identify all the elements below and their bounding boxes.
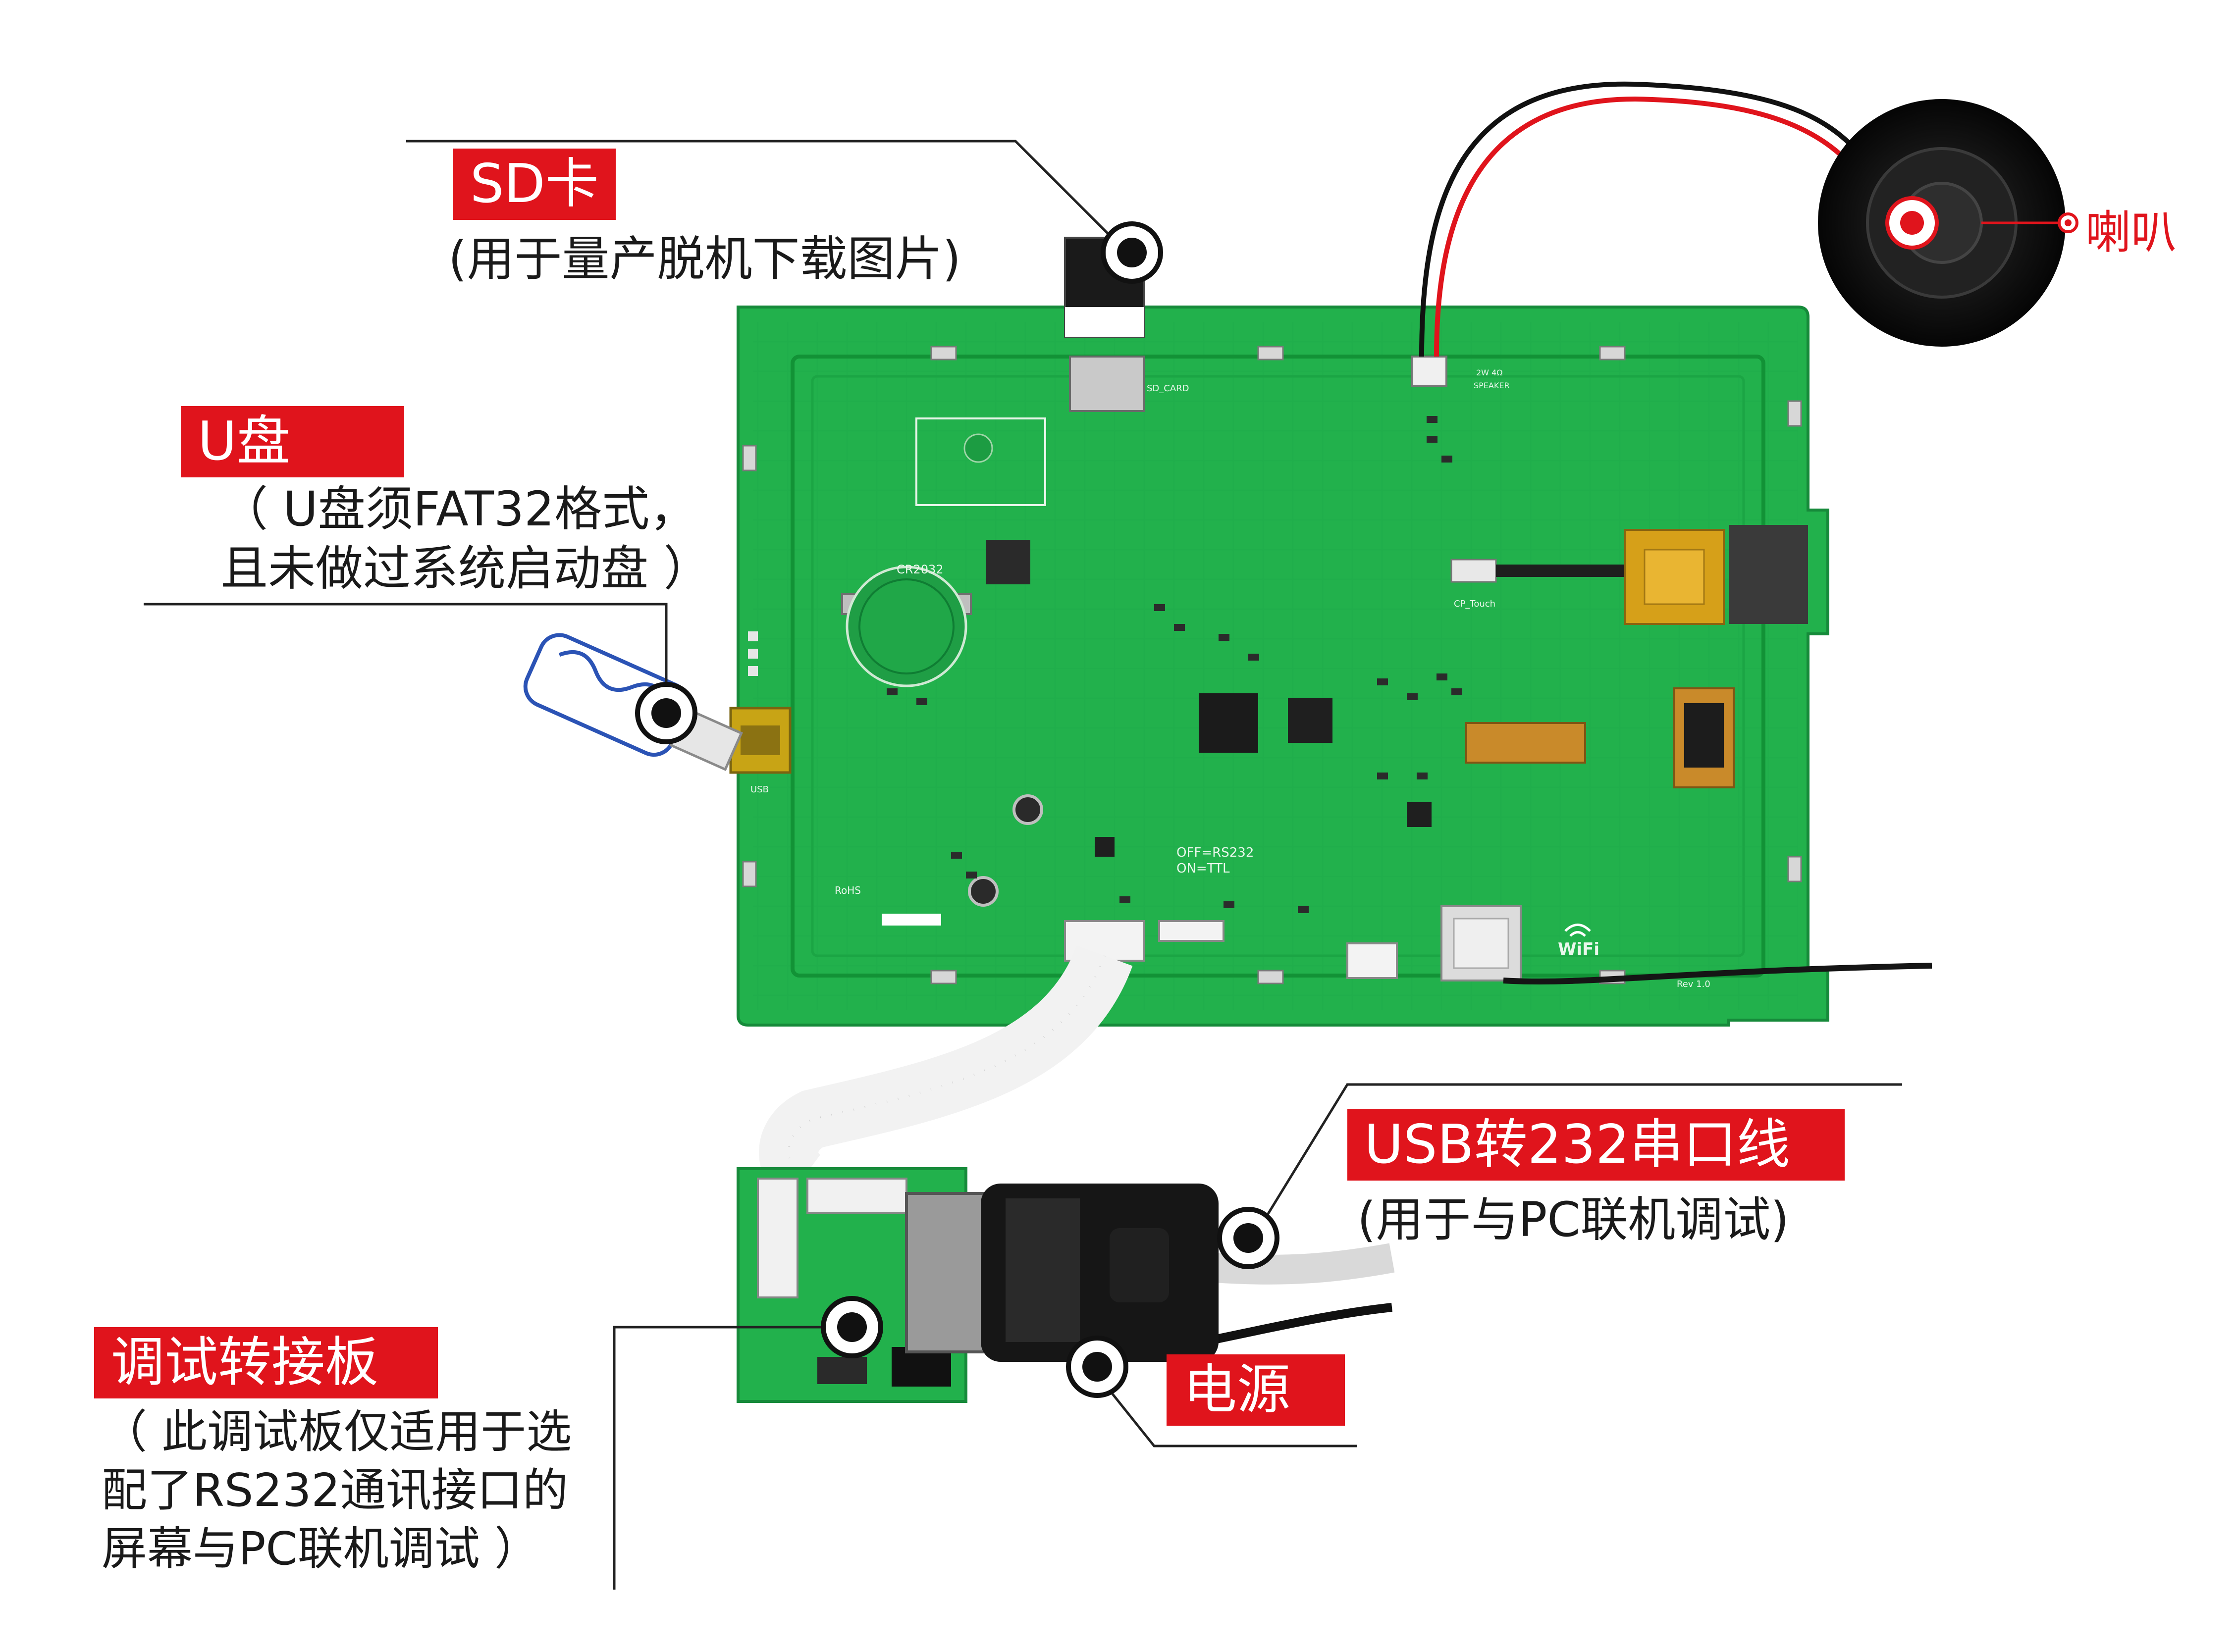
silk-speaker: SPEAKER — [1474, 381, 1510, 390]
marker-power — [1066, 1336, 1128, 1398]
leader-lines — [144, 140, 2068, 1590]
debug-board-desc-line2: 配了RS232通讯接口的 — [102, 1464, 568, 1517]
silk-battery: CR2032 — [897, 563, 944, 576]
usb-flash-drive — [523, 633, 743, 771]
silk-rs232: OFF=RS232 — [1176, 845, 1254, 860]
silk-touch: CP_Touch — [1454, 599, 1495, 609]
u-disk-desc-line2: 且未做过系统启动盘 ） — [220, 541, 711, 596]
usb-232-cable — [905, 1184, 1395, 1362]
marker-usb232 — [1217, 1207, 1279, 1269]
marker-debug — [821, 1296, 883, 1358]
power-label: 电源 — [1167, 1354, 1345, 1426]
debug-board-label: 调试转接板 — [94, 1327, 438, 1398]
marker-udisk — [635, 682, 697, 744]
u-disk-desc-line1: （ U盘须FAT32格式， — [220, 481, 697, 537]
marker-speaker — [1885, 196, 1939, 250]
debug-board-desc-line1: （ 此调试板仅适用于选 — [102, 1405, 572, 1458]
usb232-label: USB转232串口线 — [1347, 1109, 1845, 1181]
main-pcb — [729, 306, 1829, 1027]
silk-rev: Rev 1.0 — [1677, 979, 1710, 989]
wifi-icon — [1564, 924, 1591, 937]
debug-board-desc-line3: 屏幕与PC联机调试 ） — [102, 1522, 540, 1575]
marker-sd — [1101, 221, 1163, 284]
speaker-label: 喇叭 — [2085, 206, 2177, 259]
silk-rohs: RoHS — [835, 884, 861, 896]
silk-sd-slot: SD_CARD — [1147, 383, 1189, 394]
marker-speaker-end — [2058, 212, 2078, 233]
silk-ttl: ON=TTL — [1176, 861, 1230, 876]
sd-card-desc: (用于量产脱机下载图片) — [448, 231, 961, 287]
callout-markers — [635, 196, 2078, 1398]
silk-usb: USB — [750, 784, 769, 795]
usb232-desc: (用于与PC联机调试) — [1357, 1192, 1789, 1247]
u-disk-label: U盘 — [181, 406, 405, 477]
silk-speaker-spec: 2W 4Ω — [1476, 368, 1503, 377]
silk-wifi: WiFi — [1558, 939, 1599, 959]
sd-card-label: SD卡 — [453, 149, 616, 220]
